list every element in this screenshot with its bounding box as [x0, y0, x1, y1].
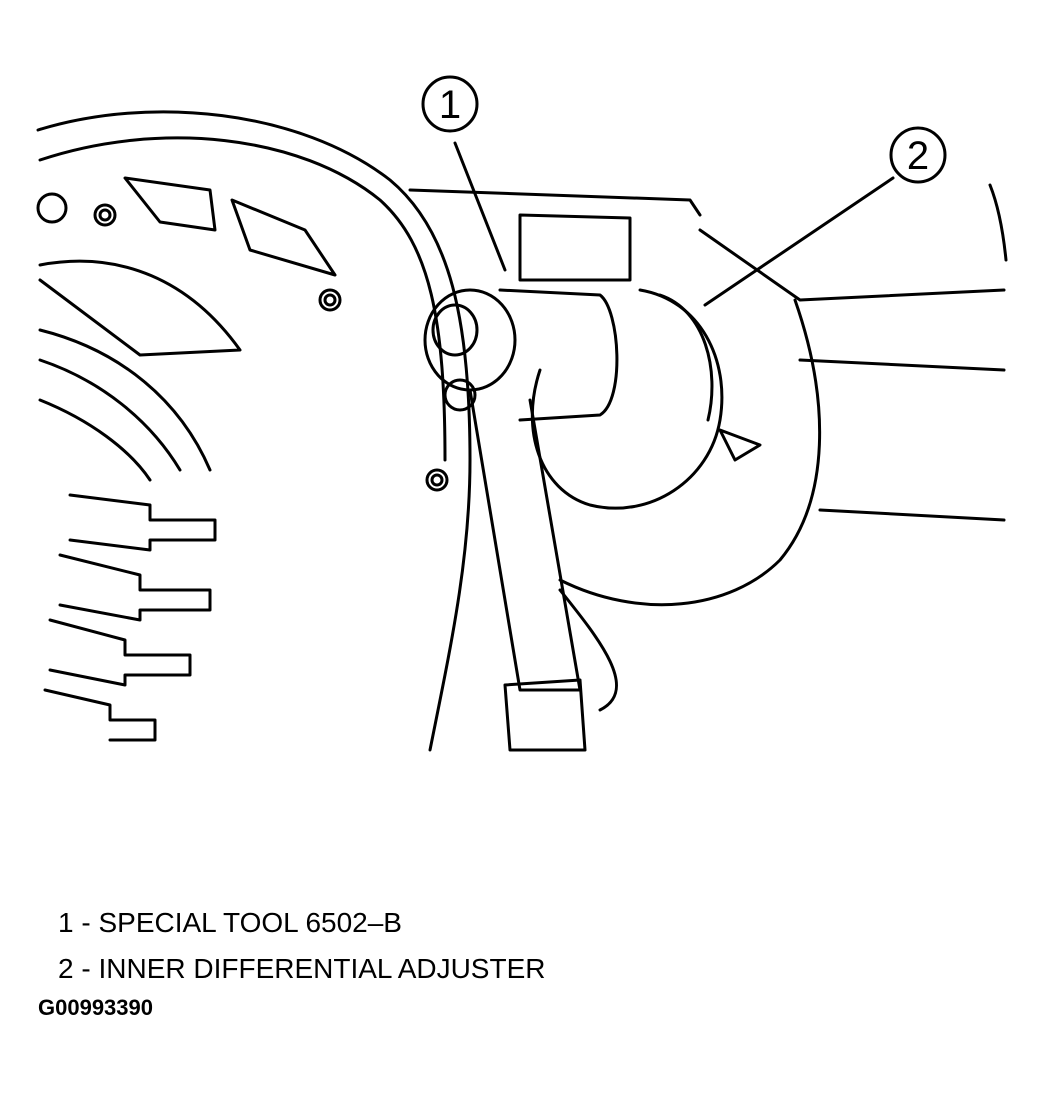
legend-item-label: SPECIAL TOOL 6502–B: [98, 907, 402, 938]
legend-item: 1 - SPECIAL TOOL 6502–B: [58, 900, 545, 946]
legend: 1 - SPECIAL TOOL 6502–B 2 - INNER DIFFER…: [58, 900, 545, 992]
legend-item-label: INNER DIFFERENTIAL ADJUSTER: [98, 953, 546, 984]
callout-2-circle: [889, 126, 947, 184]
legend-item-number: 1: [58, 907, 74, 938]
callout-1-leader: [453, 141, 507, 272]
callout-1-circle: [421, 75, 479, 133]
callout-1-number: 1: [439, 83, 461, 127]
legend-item-separator: -: [73, 907, 99, 938]
callout-2-number: 2: [907, 134, 929, 178]
legend-item: 2 - INNER DIFFERENTIAL ADJUSTER: [58, 946, 545, 992]
differential-adjuster-illustration: 1 2: [36, 75, 1008, 752]
wrench-handle: [468, 388, 582, 692]
legend-item-separator: -: [73, 953, 99, 984]
bolt-circle: [36, 192, 68, 224]
figure-id: G00993390: [38, 995, 153, 1020]
callout-2-leader: [703, 176, 895, 307]
housing-outline: [36, 110, 472, 752]
legend-item-number: 2: [58, 953, 74, 984]
